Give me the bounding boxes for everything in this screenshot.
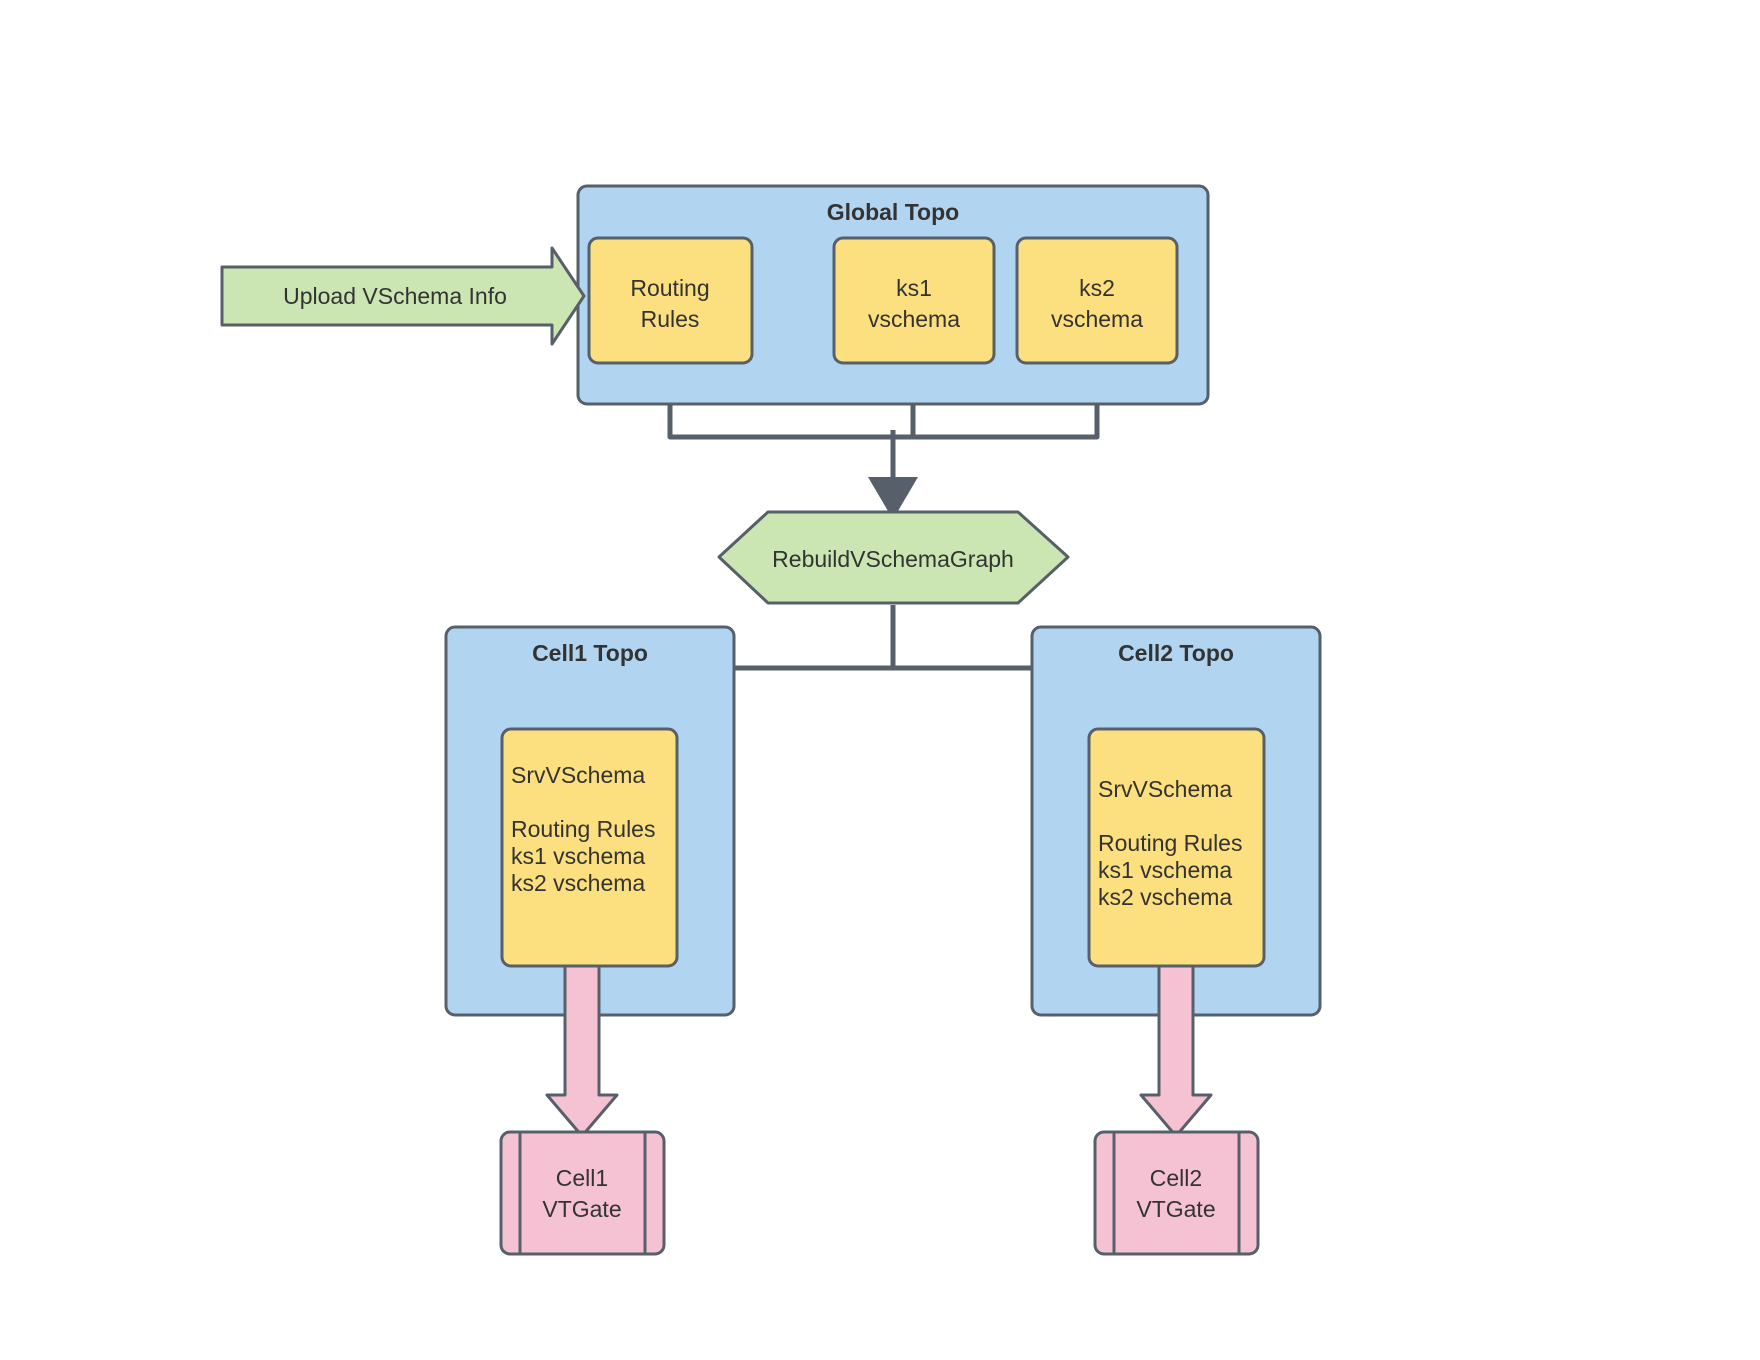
ks1-vschema-label-line1: ks1 [896,275,932,301]
cell1-vtgate-label-line2: VTGate [542,1196,621,1222]
cell2-vtgate-node[interactable]: Cell2 VTGate [1093,1130,1260,1256]
cell2-srv-item-1: ks1 vschema [1098,857,1232,883]
rebuild-vschema-graph-label: RebuildVSchemaGraph [772,546,1014,572]
ks2-vschema-label-line2: vschema [1051,306,1143,332]
cell1-srvvschema-node[interactable]: SrvVSchema Routing Rules ks1 vschema ks2… [500,727,679,968]
cell2-vtgate-label-line1: Cell2 [1150,1165,1202,1191]
node-ks2-vschema[interactable]: ks2 vschema [1015,236,1179,365]
global-topo-container[interactable]: Global Topo Routing Rules ks1 vschema ks… [576,184,1210,406]
routing-rules-box[interactable] [587,236,754,365]
ks2-vschema-label-line1: ks2 [1079,275,1115,301]
routing-rules-label-line1: Routing [630,275,709,301]
cell1-vtgate-label-line1: Cell1 [556,1165,608,1191]
cell1-srv-item-2: ks2 vschema [511,870,645,896]
cell2-vtgate-box[interactable] [1093,1130,1260,1256]
node-routing-rules[interactable]: Routing Rules [587,236,754,365]
cell1-srvvschema-title: SrvVSchema [511,762,645,788]
upload-vschema-label: Upload VSchema Info [283,283,507,309]
ks1-vschema-box[interactable] [832,236,996,365]
ks1-vschema-label-line2: vschema [868,306,960,332]
rebuild-hexagon[interactable] [717,510,1070,605]
global-topo-title: Global Topo [827,199,959,225]
rebuild-vschema-graph-action[interactable]: RebuildVSchemaGraph [717,510,1070,605]
node-ks1-vschema[interactable]: ks1 vschema [832,236,996,365]
cell2-srvvschema-node[interactable]: SrvVSchema Routing Rules ks1 vschema ks2… [1087,727,1266,968]
cell1-vtgate-box[interactable] [499,1130,666,1256]
down-arrow-icon-cell1 [545,964,619,1138]
right-arrow-icon[interactable] [220,246,586,346]
cell1-srv-item-1: ks1 vschema [511,843,645,869]
cell2-topo-container[interactable]: Cell2 Topo SrvVSchema Routing Rules ks1 … [1030,625,1322,1017]
cell1-topo-title: Cell1 Topo [532,640,648,666]
cell1-vtgate-node[interactable]: Cell1 VTGate [499,1130,666,1256]
cell2-srvvschema-title: SrvVSchema [1098,776,1232,802]
routing-rules-label-line2: Rules [641,306,700,332]
cell2-srv-item-0: Routing Rules [1098,830,1242,856]
ks2-vschema-box[interactable] [1015,236,1179,365]
down-arrow-icon-cell2 [1139,964,1213,1138]
cell1-srv-item-0: Routing Rules [511,816,655,842]
upload-vschema-arrow[interactable]: Upload VSchema Info [220,246,586,346]
cell2-topo-title: Cell2 Topo [1118,640,1234,666]
cell1-srvvschema-to-vtgate-arrow [545,964,619,1138]
cell2-srv-item-2: ks2 vschema [1098,884,1232,910]
cell2-srvvschema-to-vtgate-arrow [1139,964,1213,1138]
cell2-vtgate-label-line2: VTGate [1136,1196,1215,1222]
cell1-topo-container[interactable]: Cell1 Topo SrvVSchema Routing Rules ks1 … [444,625,736,1017]
